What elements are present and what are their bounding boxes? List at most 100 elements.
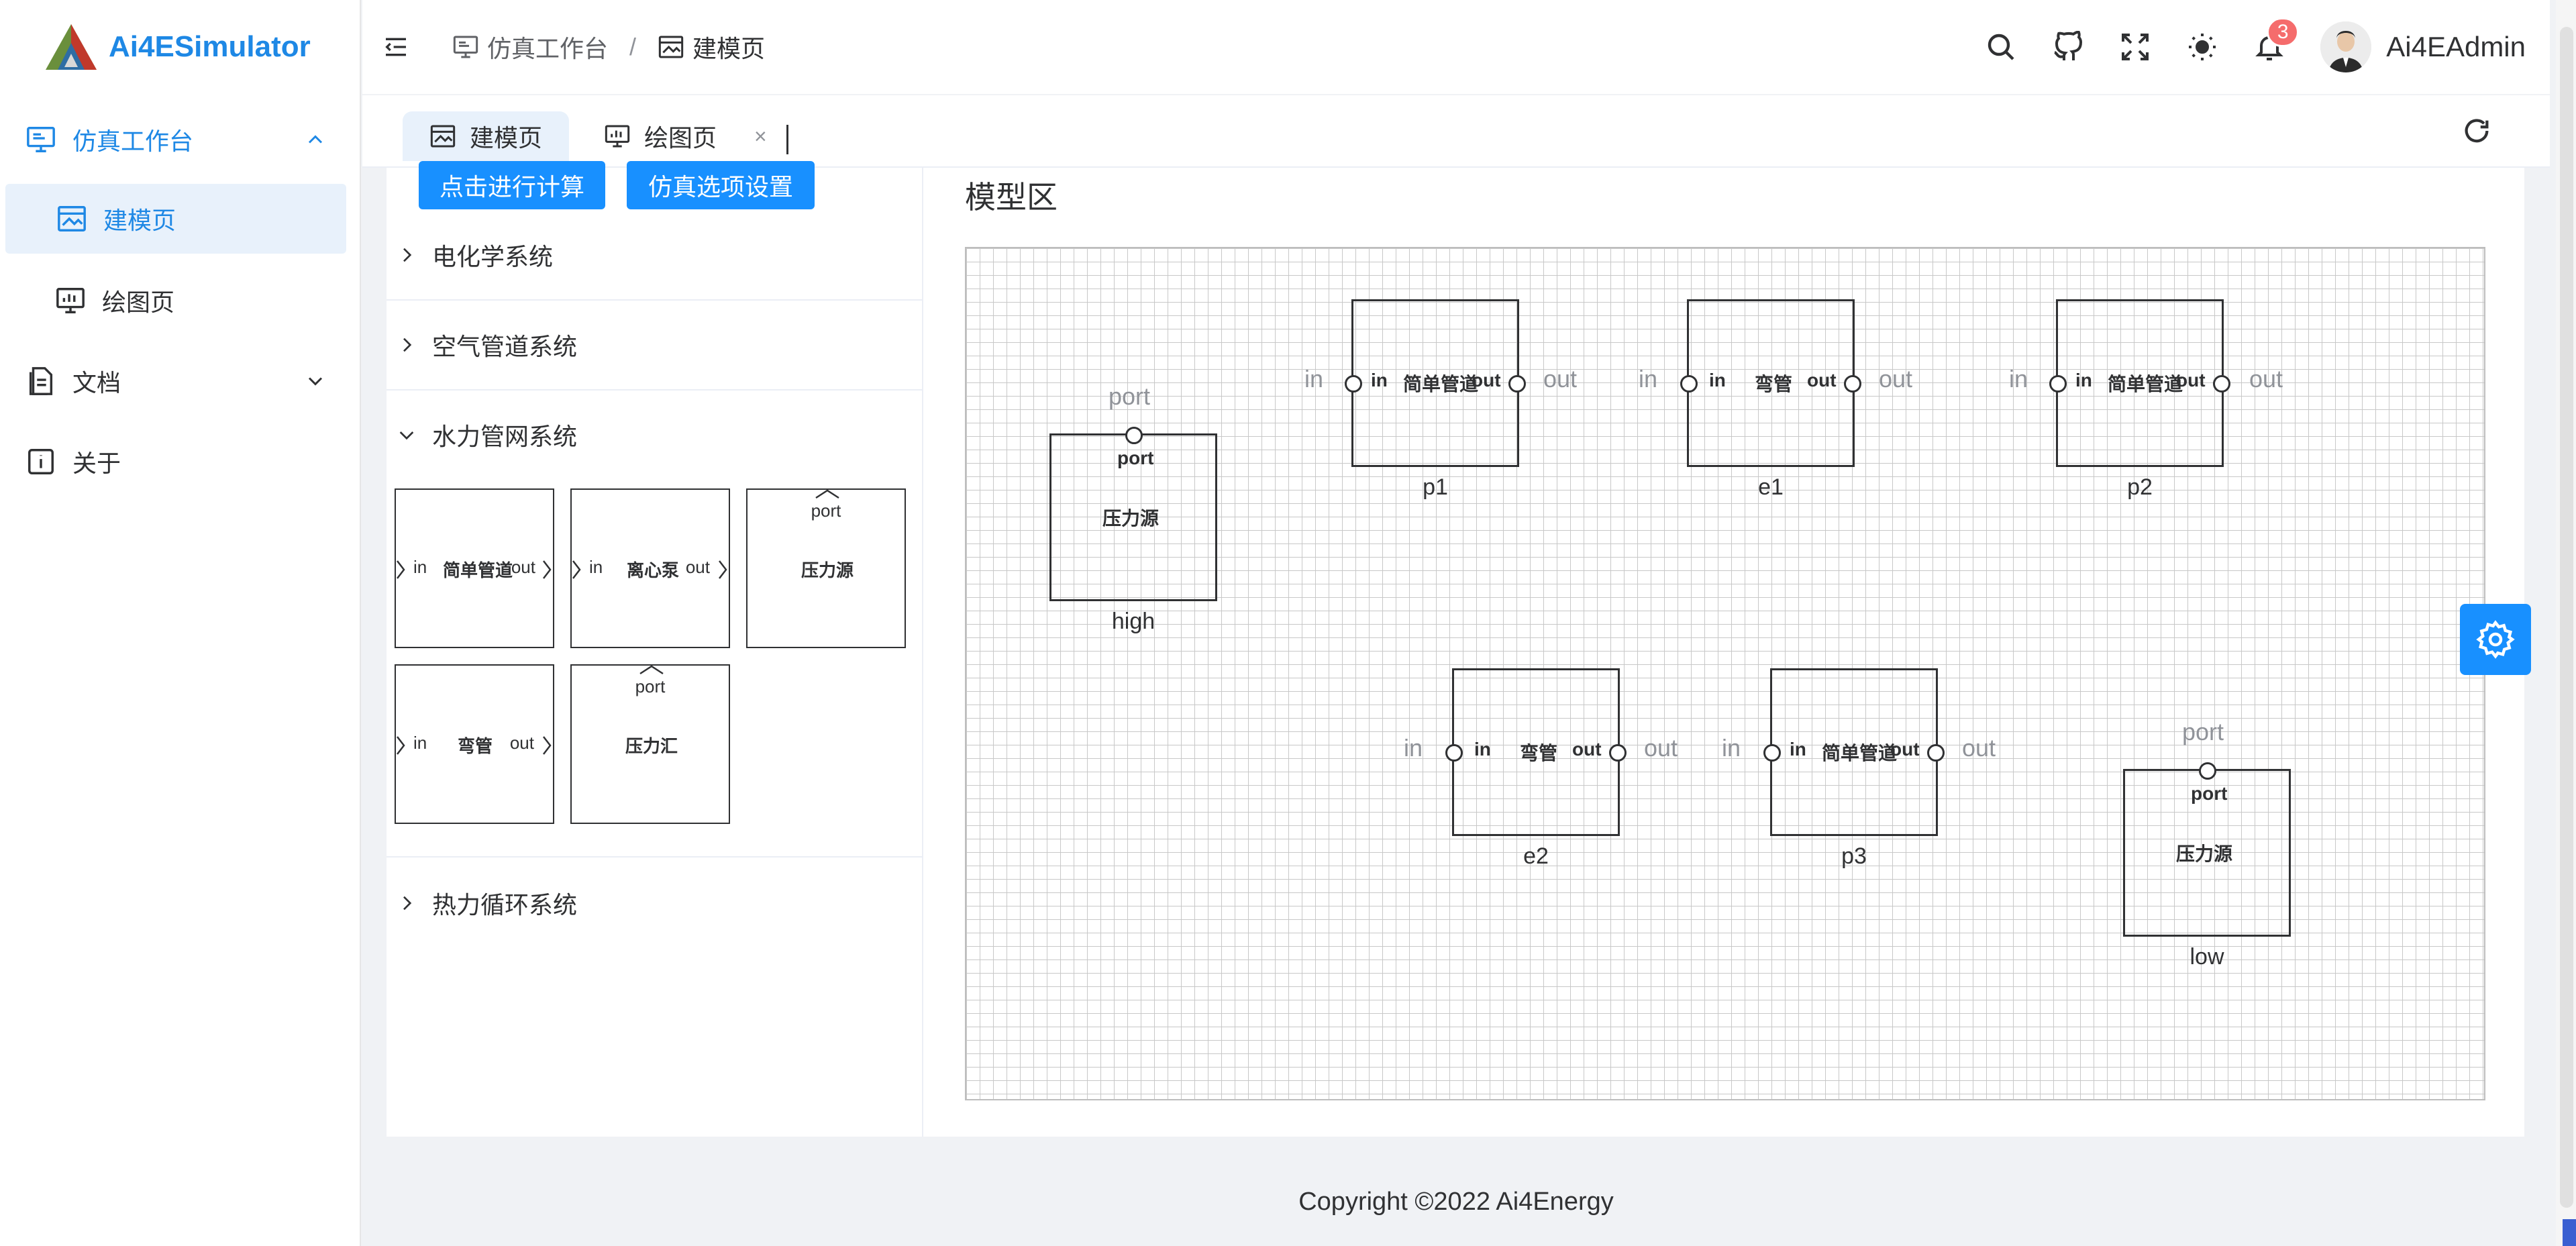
breadcrumb-label: 建模页 (692, 35, 766, 62)
node-elbow-e1[interactable]: in 弯管 out e1 (1680, 299, 1861, 500)
tab-plotting[interactable]: 绘图页 × (577, 111, 794, 161)
port-in-connector[interactable] (1445, 744, 1463, 762)
port-out-connector[interactable] (2213, 375, 2230, 393)
port-out-connector[interactable] (1844, 375, 1861, 393)
port-arrow-icon (543, 736, 552, 755)
port-out-connector[interactable] (1609, 744, 1627, 762)
tabs-bar: 建模页 绘图页 × (362, 95, 2550, 168)
username[interactable]: Ai4EAdmin (2386, 31, 2526, 62)
breadcrumb-item-workbench[interactable]: 仿真工作台 (452, 30, 608, 64)
info-icon (24, 445, 58, 478)
node-pipe-p2[interactable]: in 简单管道 out p2 (2049, 299, 2230, 500)
port-in-label: in (413, 733, 427, 753)
port-external-out-label: out (2249, 365, 2283, 393)
app-logo[interactable]: Ai4ESimulator (44, 20, 311, 74)
gear-icon (2476, 620, 2515, 659)
accordion-label: 空气管道系统 (432, 333, 578, 360)
notification-bell-icon[interactable]: 3 (2252, 17, 2300, 64)
accordion-electrochemistry[interactable]: 电化学系统 (387, 221, 923, 289)
picture-icon (658, 36, 684, 58)
chevron-down-icon (399, 431, 414, 440)
refresh-icon[interactable] (2461, 115, 2492, 146)
user-avatar[interactable] (2320, 21, 2372, 72)
theme-sun-icon[interactable] (2185, 30, 2220, 64)
chevron-right-icon (403, 248, 412, 262)
accordion-thermal-cycle[interactable]: 热力循环系统 (387, 870, 923, 937)
tab-modeling[interactable]: 建模页 (403, 111, 570, 161)
text-caret (786, 125, 788, 154)
port-in-connector[interactable] (1763, 744, 1781, 762)
port-connector[interactable] (1125, 427, 1143, 444)
port-label: port (1117, 448, 1154, 468)
app-title: Ai4ESimulator (109, 30, 311, 63)
scrollbar-thumb[interactable] (2560, 27, 2573, 1208)
picture-icon (430, 125, 456, 148)
page-scrollbar[interactable] (2556, 0, 2576, 1246)
port-in-label: in (1709, 370, 1726, 391)
model-canvas[interactable] (965, 247, 2485, 1100)
divider (387, 299, 923, 301)
breadcrumb: 仿真工作台 / 建模页 (452, 30, 765, 64)
port-out-label: out (1472, 370, 1501, 391)
port-out-label: out (511, 557, 535, 577)
port-external-in-label: in (2009, 365, 2028, 393)
port-in-connector[interactable] (1345, 375, 1362, 393)
node-pressure-source-high[interactable]: port 压力源 high (1049, 427, 1217, 634)
sidebar-item-label: 仿真工作台 (72, 127, 194, 155)
corner-marker (2563, 1219, 2576, 1246)
chevron-right-icon (403, 896, 412, 911)
header-actions: 3 Ai4EAdmin (1951, 17, 2526, 74)
node-pipe-p3[interactable]: in 简单管道 out p3 (1763, 668, 1945, 869)
port-arrow-icon (572, 560, 581, 579)
node-pipe-p1[interactable]: in 简单管道 out p1 (1345, 299, 1526, 500)
palette-pressure-sink[interactable]: port 压力汇 (570, 664, 730, 824)
sidebar: Ai4ESimulator 仿真工作台 建模页 绘图页 文档 关于 (0, 0, 361, 1246)
sidebar-item-about[interactable]: 关于 (0, 427, 361, 497)
component-name: 简单管道 (443, 560, 513, 580)
node-type: 弯管 (1520, 743, 1558, 764)
tab-close-icon[interactable]: × (754, 123, 767, 148)
menu-fold-icon[interactable] (382, 34, 409, 60)
node-elbow-e2[interactable]: in 弯管 out e2 (1445, 668, 1627, 869)
sidebar-item-plotting[interactable]: 绘图页 (0, 266, 361, 335)
port-connector[interactable] (2199, 762, 2216, 780)
fullscreen-icon[interactable] (2118, 30, 2153, 64)
palette-pressure-source[interactable]: port 压力源 (746, 488, 906, 648)
accordion-label: 电化学系统 (432, 243, 554, 270)
sidebar-item-workbench[interactable]: 仿真工作台 (0, 105, 361, 174)
chart-monitor-icon (605, 125, 630, 148)
github-icon[interactable] (2051, 30, 2085, 64)
port-external-in-label: in (1304, 365, 1324, 393)
port-external-label: port (2182, 718, 2224, 745)
simulation-options-button[interactable]: 仿真选项设置 (627, 161, 815, 209)
sidebar-item-modeling[interactable]: 建模页 (5, 184, 346, 254)
port-out-connector[interactable] (1927, 744, 1945, 762)
chart-monitor-icon (54, 284, 87, 317)
palette-simple-pipe[interactable]: in 简单管道 out (395, 488, 554, 648)
node-pressure-source-low[interactable]: port 压力源 low (2123, 762, 2291, 970)
document-icon (24, 364, 58, 398)
accordion-hydraulic[interactable]: 水力管网系统 (387, 401, 923, 468)
chevron-up-icon (308, 135, 323, 144)
search-icon[interactable] (1983, 30, 2018, 64)
palette-centrifugal-pump[interactable]: in 离心泵 out (570, 488, 730, 648)
settings-button[interactable] (2460, 604, 2531, 675)
port-out-label: out (1890, 739, 1920, 760)
port-external-in-label: in (1404, 734, 1423, 762)
node-type: 压力源 (2176, 843, 2233, 864)
port-arrow-icon (397, 560, 405, 579)
port-in-connector[interactable] (2049, 375, 2067, 393)
port-in-connector[interactable] (1680, 375, 1698, 393)
tab-label: 建模页 (470, 124, 543, 152)
palette-elbow[interactable]: in 弯管 out (395, 664, 554, 824)
main-content: 点击进行计算 仿真选项设置 电化学系统 空气管道系统 水力管网系统 in 简单管… (387, 161, 2524, 1137)
port-arrow-icon (639, 665, 664, 675)
logo-icon (46, 24, 97, 70)
component-name: 压力源 (801, 560, 854, 580)
sidebar-item-docs[interactable]: 文档 (0, 346, 361, 416)
port-out-connector[interactable] (1508, 375, 1526, 393)
port-in-label: in (2075, 370, 2092, 391)
accordion-air-duct[interactable]: 空气管道系统 (387, 311, 923, 378)
run-calculation-button[interactable]: 点击进行计算 (419, 161, 605, 209)
port-external-out-label: out (1962, 734, 1996, 762)
